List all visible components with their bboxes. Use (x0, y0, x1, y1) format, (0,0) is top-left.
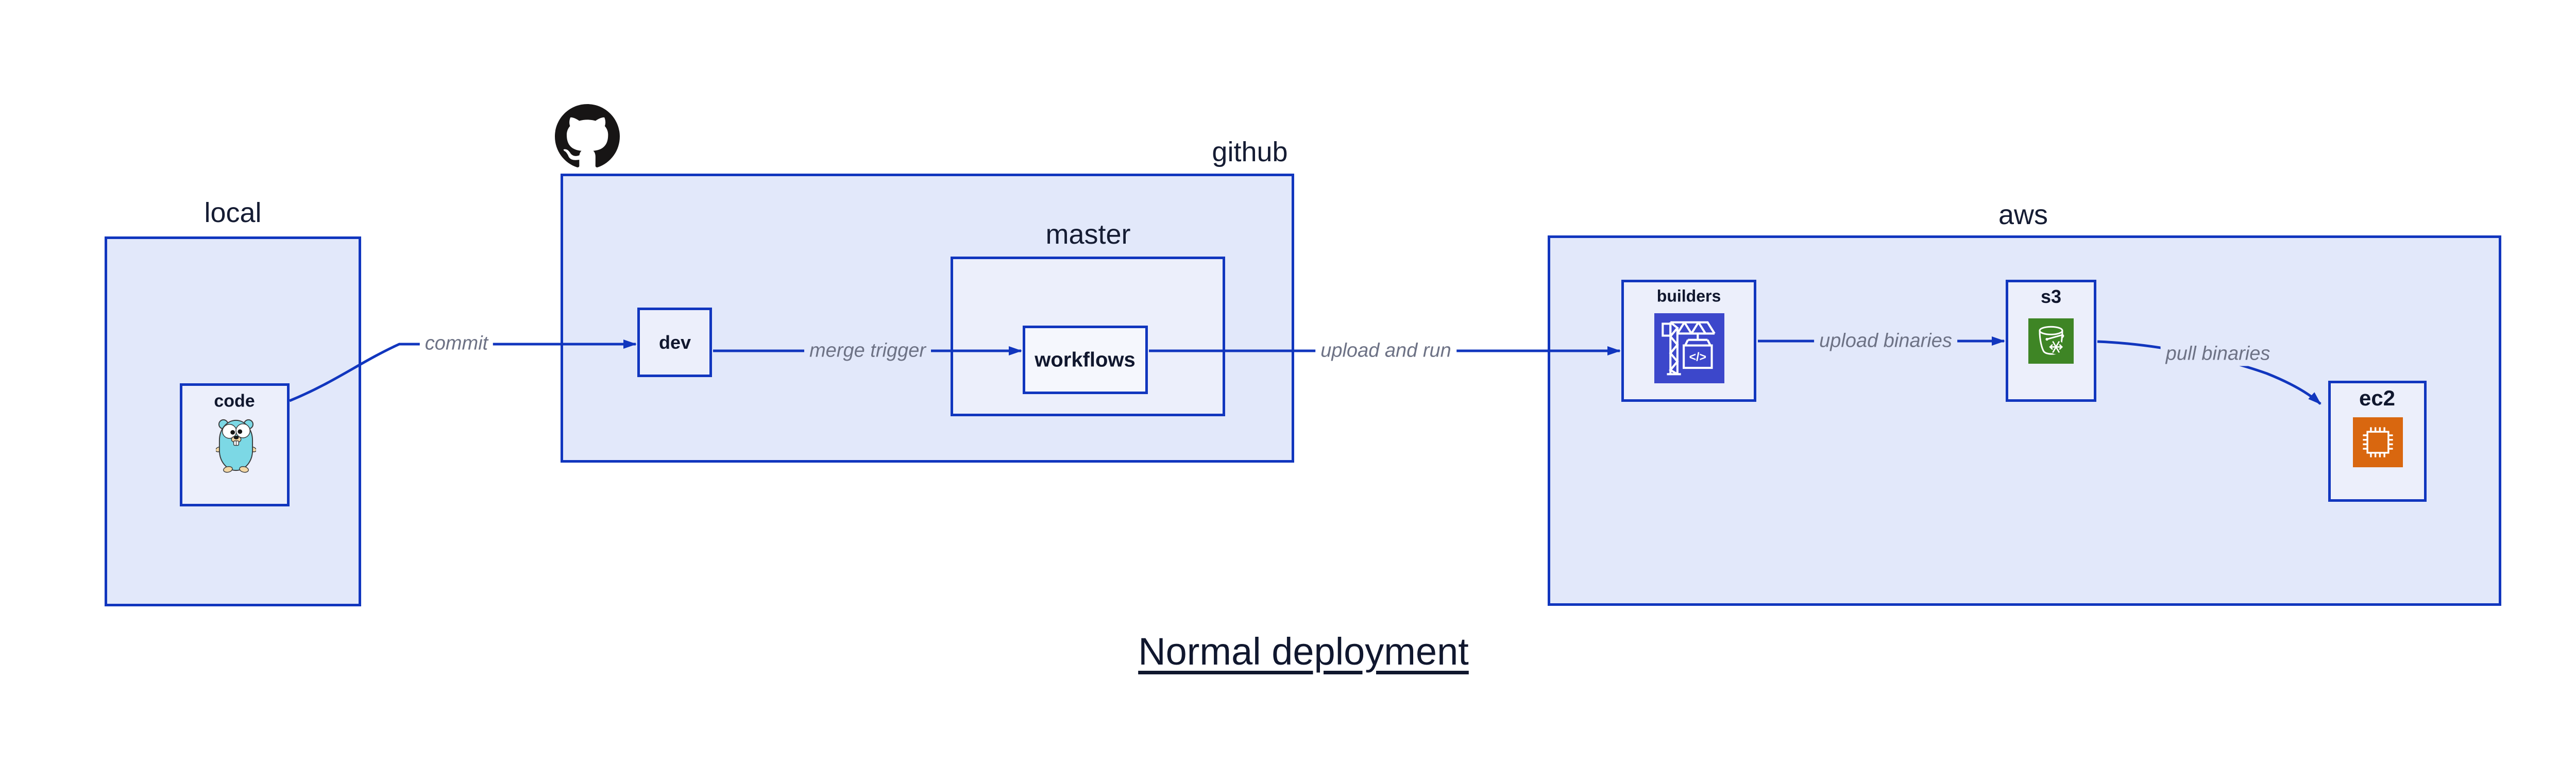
diagram-title: Normal deployment (1138, 630, 1469, 673)
node-code-label: code (214, 391, 255, 411)
edge-label-upload-and-run: upload and run (1315, 338, 1456, 363)
edge-commit (289, 339, 637, 402)
codebuild-crane-icon: </> (1654, 313, 1724, 383)
edge-pull-binaries (2097, 340, 2321, 405)
node-builders-label: builders (1656, 286, 1721, 305)
ec2-chip-icon (2353, 417, 2403, 467)
node-workflows-label: workflows (1035, 348, 1136, 371)
group-aws-label: aws (1998, 199, 2048, 230)
s3-bucket-snowflake-icon (2028, 318, 2074, 364)
edge-label-upload-binaries: upload binaries (1814, 329, 1957, 353)
edge-label-commit: commit (419, 331, 494, 356)
node-ec2-label: ec2 (2359, 386, 2396, 410)
edge-label-pull-binaries: pull binaries (2160, 342, 2276, 366)
edge-label-merge-trigger: merge trigger (804, 338, 931, 363)
node-s3-label: s3 (2040, 286, 2062, 307)
group-local-label: local (204, 197, 262, 228)
github-octocat-icon (555, 104, 620, 167)
node-workflows (1023, 326, 1148, 394)
group-master-label: master (1045, 219, 1131, 250)
go-gopher-icon (216, 419, 256, 473)
codebuild-code-glyph: </> (1689, 350, 1706, 363)
node-dev (637, 308, 712, 377)
group-github-label: github (1212, 137, 1288, 167)
node-dev-label: dev (658, 332, 691, 353)
